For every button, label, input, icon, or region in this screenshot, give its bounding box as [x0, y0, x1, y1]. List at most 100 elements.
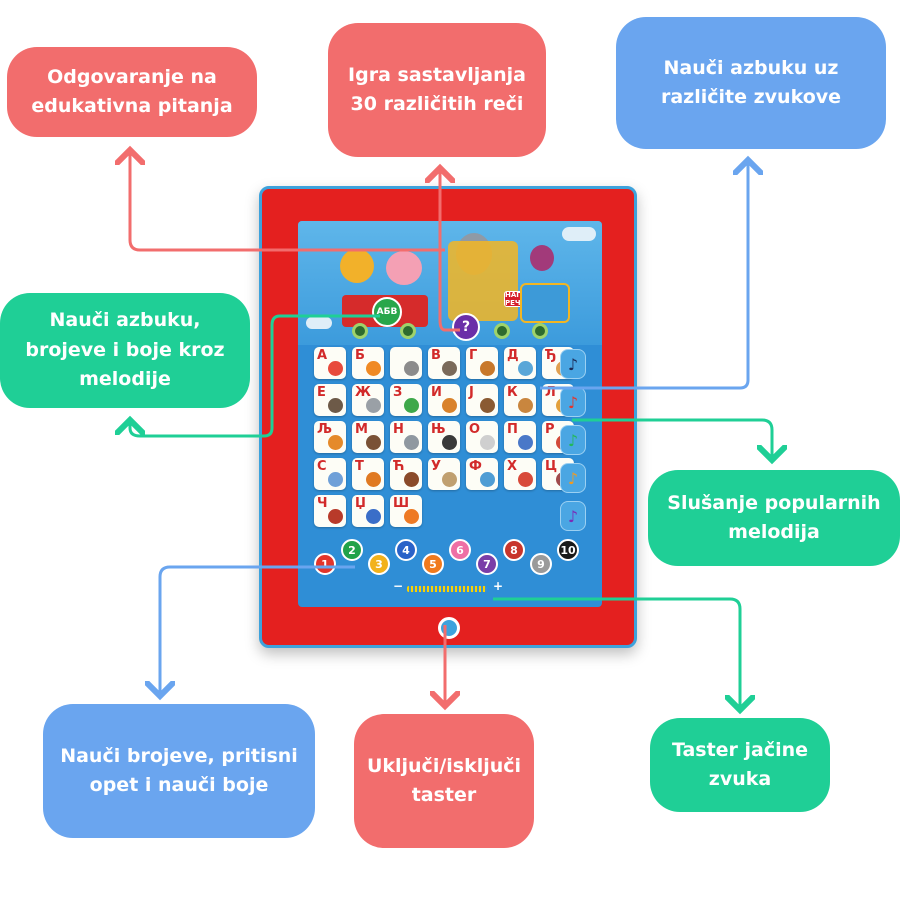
callout-alphabet-melodies: Nauči azbuku, brojeve i boje kroz melodi…	[0, 293, 250, 408]
key-letter: А	[317, 348, 328, 363]
callout-alphabet-sounds: Nauči azbuku uz različite zvukove	[616, 17, 886, 149]
abc-badge: АБВ	[372, 297, 402, 327]
letter-key[interactable]: Ј	[466, 384, 498, 416]
toy-tablet: АБВ ? НАПИШИ РЕЧ АБВГДЂЕЖЗИЈКЛЉМНЊОПРСТЋ…	[259, 186, 637, 648]
police-car-icon	[518, 435, 533, 450]
number-button[interactable]: 7	[476, 553, 498, 575]
melody-buttons: ♪♪♪♪♪	[560, 349, 586, 531]
bear-icon	[366, 435, 381, 450]
letter-key[interactable]: Г	[466, 347, 498, 379]
letter-key[interactable]: К	[504, 384, 536, 416]
letter-key[interactable]: М	[352, 421, 384, 453]
letter-key[interactable]	[390, 347, 422, 379]
cloud-icon	[306, 317, 332, 329]
volume-slider[interactable]	[407, 586, 487, 592]
rhino-icon	[404, 435, 419, 450]
letter-key[interactable]: Љ	[314, 421, 346, 453]
locomotive	[448, 241, 518, 321]
key-letter: З	[393, 385, 403, 400]
number-button[interactable]: 4	[395, 539, 417, 561]
callout-questions: Odgovaranje na edukativna pitanja	[7, 47, 257, 137]
key-letter: Р	[545, 422, 555, 437]
number-button[interactable]: 3	[368, 553, 390, 575]
key-letter: Е	[317, 385, 326, 400]
letter-key[interactable]: С	[314, 458, 346, 490]
train-scene: АБВ ? НАПИШИ РЕЧ	[298, 221, 602, 345]
volume-plus[interactable]: +	[493, 579, 504, 593]
tiger-icon	[366, 472, 381, 487]
letter-key[interactable]: Ћ	[390, 458, 422, 490]
melody-note-button[interactable]: ♪	[560, 501, 586, 531]
airplane-icon	[328, 361, 343, 376]
number-button[interactable]: 6	[449, 539, 471, 561]
key-letter: Х	[507, 459, 518, 474]
key-letter: С	[317, 459, 327, 474]
number-button[interactable]: 5	[422, 553, 444, 575]
wolf-icon	[442, 361, 457, 376]
number-button[interactable]: 8	[503, 539, 525, 561]
key-letter: У	[431, 459, 442, 474]
number-button[interactable]: 1	[314, 553, 336, 575]
guitar-icon	[480, 361, 495, 376]
horse-icon	[442, 435, 457, 450]
ufo-icon	[404, 361, 419, 376]
letter-key[interactable]: А	[314, 347, 346, 379]
letter-key[interactable]: Њ	[428, 421, 460, 453]
connector-alphabet-sounds	[540, 160, 748, 390]
letter-key[interactable]: И	[428, 384, 460, 416]
connector-popular-melodies	[572, 418, 772, 460]
melody-note-button[interactable]: ♪	[560, 349, 586, 379]
volume-minus[interactable]: −	[393, 579, 404, 593]
key-letter: Ч	[317, 496, 328, 511]
letter-key[interactable]: Џ	[352, 495, 384, 527]
bird-icon	[442, 472, 457, 487]
key-letter: Ћ	[393, 459, 405, 474]
helicopter-icon	[518, 472, 533, 487]
number-button[interactable]: 2	[341, 539, 363, 561]
letter-key[interactable]: Ж	[352, 384, 384, 416]
letter-key[interactable]: В	[428, 347, 460, 379]
letter-key[interactable]: Х	[504, 458, 536, 490]
letter-key[interactable]: З	[390, 384, 422, 416]
connector-questions	[130, 150, 445, 252]
letter-key[interactable]: Н	[390, 421, 422, 453]
melody-note-button[interactable]: ♪	[560, 425, 586, 455]
wheel	[532, 323, 548, 339]
stick-icon	[480, 398, 495, 413]
carrot-icon	[404, 509, 419, 524]
letter-key[interactable]: П	[504, 421, 536, 453]
callout-power: Uključi/isključi taster	[354, 714, 534, 848]
key-letter: К	[507, 385, 518, 400]
key-letter: Л	[545, 385, 556, 400]
key-letter: П	[507, 422, 518, 437]
letter-key[interactable]: Ш	[390, 495, 422, 527]
letter-key[interactable]: Т	[352, 458, 384, 490]
letter-key[interactable]: Ч	[314, 495, 346, 527]
camel-icon	[340, 249, 374, 283]
callout-word-game: Igra sastavljanja 30 različitih reči	[328, 23, 546, 157]
kangaroo-icon	[518, 398, 533, 413]
key-letter: Б	[355, 348, 365, 363]
letter-key[interactable]: Б	[352, 347, 384, 379]
number-button[interactable]: 10	[557, 539, 579, 561]
connector-word-game	[440, 168, 460, 332]
letter-key[interactable]: У	[428, 458, 460, 490]
snake-icon	[404, 398, 419, 413]
key-letter: Д	[507, 348, 519, 363]
key-letter: В	[431, 348, 441, 363]
connector-alphabet-melodies	[130, 314, 380, 438]
key-letter: Ф	[469, 459, 482, 474]
letter-key[interactable]: Д	[504, 347, 536, 379]
melody-note-button[interactable]: ♪	[560, 463, 586, 493]
connector-volume	[493, 597, 740, 710]
letter-key[interactable]: Е	[314, 384, 346, 416]
cloud-icon	[562, 227, 596, 241]
parrot-icon	[530, 245, 554, 271]
number-button[interactable]: 9	[530, 553, 552, 575]
volume-control[interactable]: − +	[393, 579, 505, 595]
letter-key[interactable]: Ф	[466, 458, 498, 490]
elephant-icon	[328, 472, 343, 487]
letter-key[interactable]: О	[466, 421, 498, 453]
callout-volume: Taster jačine zvuka	[650, 718, 830, 812]
